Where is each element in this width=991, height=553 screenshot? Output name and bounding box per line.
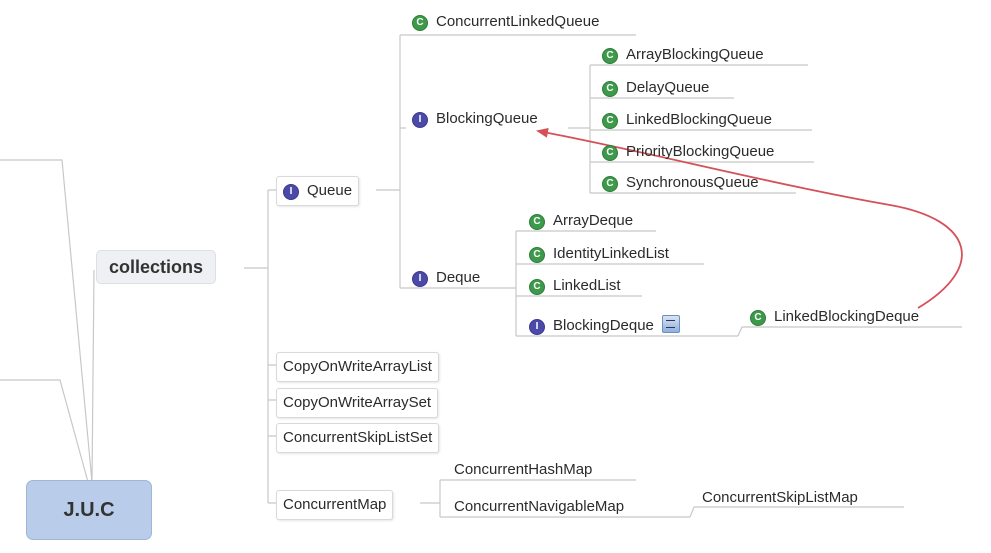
node-concurrent-hash-map[interactable]: ConcurrentHashMap <box>452 458 594 482</box>
array-blocking-queue-label: ArrayBlockingQueue <box>626 46 764 63</box>
blocking-queue-label: BlockingQueue <box>436 110 538 127</box>
node-array-deque[interactable]: C ArrayDeque <box>527 209 635 233</box>
class-icon: C <box>602 48 618 64</box>
connector-root-upper <box>0 159 93 483</box>
node-blocking-deque[interactable]: I BlockingDeque <box>527 313 682 338</box>
node-priority-blocking-queue[interactable]: C PriorityBlockingQueue <box>600 140 776 164</box>
connector-root-lower <box>0 379 89 483</box>
class-icon: C <box>602 113 618 129</box>
node-linked-blocking-queue[interactable]: C LinkedBlockingQueue <box>600 108 774 132</box>
node-identity-linked-list[interactable]: C IdentityLinkedList <box>527 242 671 266</box>
root-label: J.U.C <box>63 499 115 521</box>
root-node-juc[interactable]: J.U.C <box>26 480 152 540</box>
linked-blocking-queue-label: LinkedBlockingQueue <box>626 111 772 128</box>
node-copy-on-write-array-list[interactable]: CopyOnWriteArrayList <box>276 352 439 382</box>
node-linked-blocking-deque[interactable]: C LinkedBlockingDeque <box>748 305 921 329</box>
class-icon: C <box>529 247 545 263</box>
copy-on-write-array-list-label: CopyOnWriteArrayList <box>283 358 432 375</box>
node-delay-queue[interactable]: C DelayQueue <box>600 76 711 100</box>
concurrent-hash-map-label: ConcurrentHashMap <box>454 461 593 478</box>
node-concurrent-map[interactable]: ConcurrentMap <box>276 490 394 520</box>
connector-concurrent-map-bus <box>420 479 690 518</box>
node-blocking-queue[interactable]: I BlockingQueue <box>410 107 540 131</box>
connector-blocking-deque-child <box>737 326 962 337</box>
connector-root-collections <box>91 269 95 483</box>
concurrent-linked-queue-label: ConcurrentLinkedQueue <box>436 13 600 30</box>
queue-label: Queue <box>307 182 353 199</box>
copy-on-write-array-set-label: CopyOnWriteArraySet <box>283 394 432 411</box>
node-queue[interactable]: I Queue <box>276 176 360 206</box>
node-copy-on-write-array-set[interactable]: CopyOnWriteArraySet <box>276 388 439 418</box>
array-deque-label: ArrayDeque <box>553 212 634 229</box>
concurrent-navigable-map-label: ConcurrentNavigableMap <box>454 498 625 515</box>
concurrent-skip-list-map-label: ConcurrentSkipListMap <box>702 489 858 506</box>
linked-list-label: LinkedList <box>553 277 621 294</box>
class-icon: C <box>529 279 545 295</box>
connector-blocking-queue-bus <box>568 64 814 194</box>
connector-queue-bus <box>376 34 636 289</box>
class-icon: C <box>750 310 766 326</box>
class-icon: C <box>602 81 618 97</box>
node-linked-list[interactable]: C LinkedList <box>527 274 623 298</box>
deque-label: Deque <box>436 269 481 286</box>
node-concurrent-skip-list-map[interactable]: ConcurrentSkipListMap <box>700 486 860 510</box>
node-synchronous-queue[interactable]: C SynchronousQueue <box>600 171 761 195</box>
concurrent-skip-list-set-label: ConcurrentSkipListSet <box>283 429 433 446</box>
node-deque[interactable]: I Deque <box>410 266 482 290</box>
blocking-deque-label: BlockingDeque <box>553 317 654 334</box>
interface-icon: I <box>412 271 428 287</box>
class-icon: C <box>529 214 545 230</box>
inheritance-arrow <box>536 127 963 309</box>
interface-icon: I <box>283 184 299 200</box>
delay-queue-label: DelayQueue <box>626 79 710 96</box>
concurrent-map-label: ConcurrentMap <box>283 496 387 513</box>
class-icon: C <box>602 176 618 192</box>
class-icon: C <box>412 15 428 31</box>
node-array-blocking-queue[interactable]: C ArrayBlockingQueue <box>600 43 766 67</box>
node-concurrent-skip-list-set[interactable]: ConcurrentSkipListSet <box>276 423 440 453</box>
linked-blocking-deque-label: LinkedBlockingDeque <box>774 308 920 325</box>
connector-collections-bus <box>244 189 276 504</box>
node-concurrent-linked-queue[interactable]: C ConcurrentLinkedQueue <box>410 10 601 34</box>
connector-navigable-map-child <box>689 506 904 518</box>
interface-icon: I <box>529 319 545 335</box>
node-concurrent-navigable-map[interactable]: ConcurrentNavigableMap <box>452 495 626 519</box>
collections-label: collections <box>109 257 204 277</box>
synchronous-queue-label: SynchronousQueue <box>626 174 759 191</box>
connector-deque-bus <box>496 230 738 337</box>
interface-icon: I <box>412 112 428 128</box>
identity-linked-list-label: IdentityLinkedList <box>553 245 669 262</box>
class-icon: C <box>602 145 618 161</box>
note-icon[interactable] <box>661 315 680 333</box>
priority-blocking-queue-label: PriorityBlockingQueue <box>626 143 775 160</box>
node-collections[interactable]: collections <box>96 250 217 284</box>
